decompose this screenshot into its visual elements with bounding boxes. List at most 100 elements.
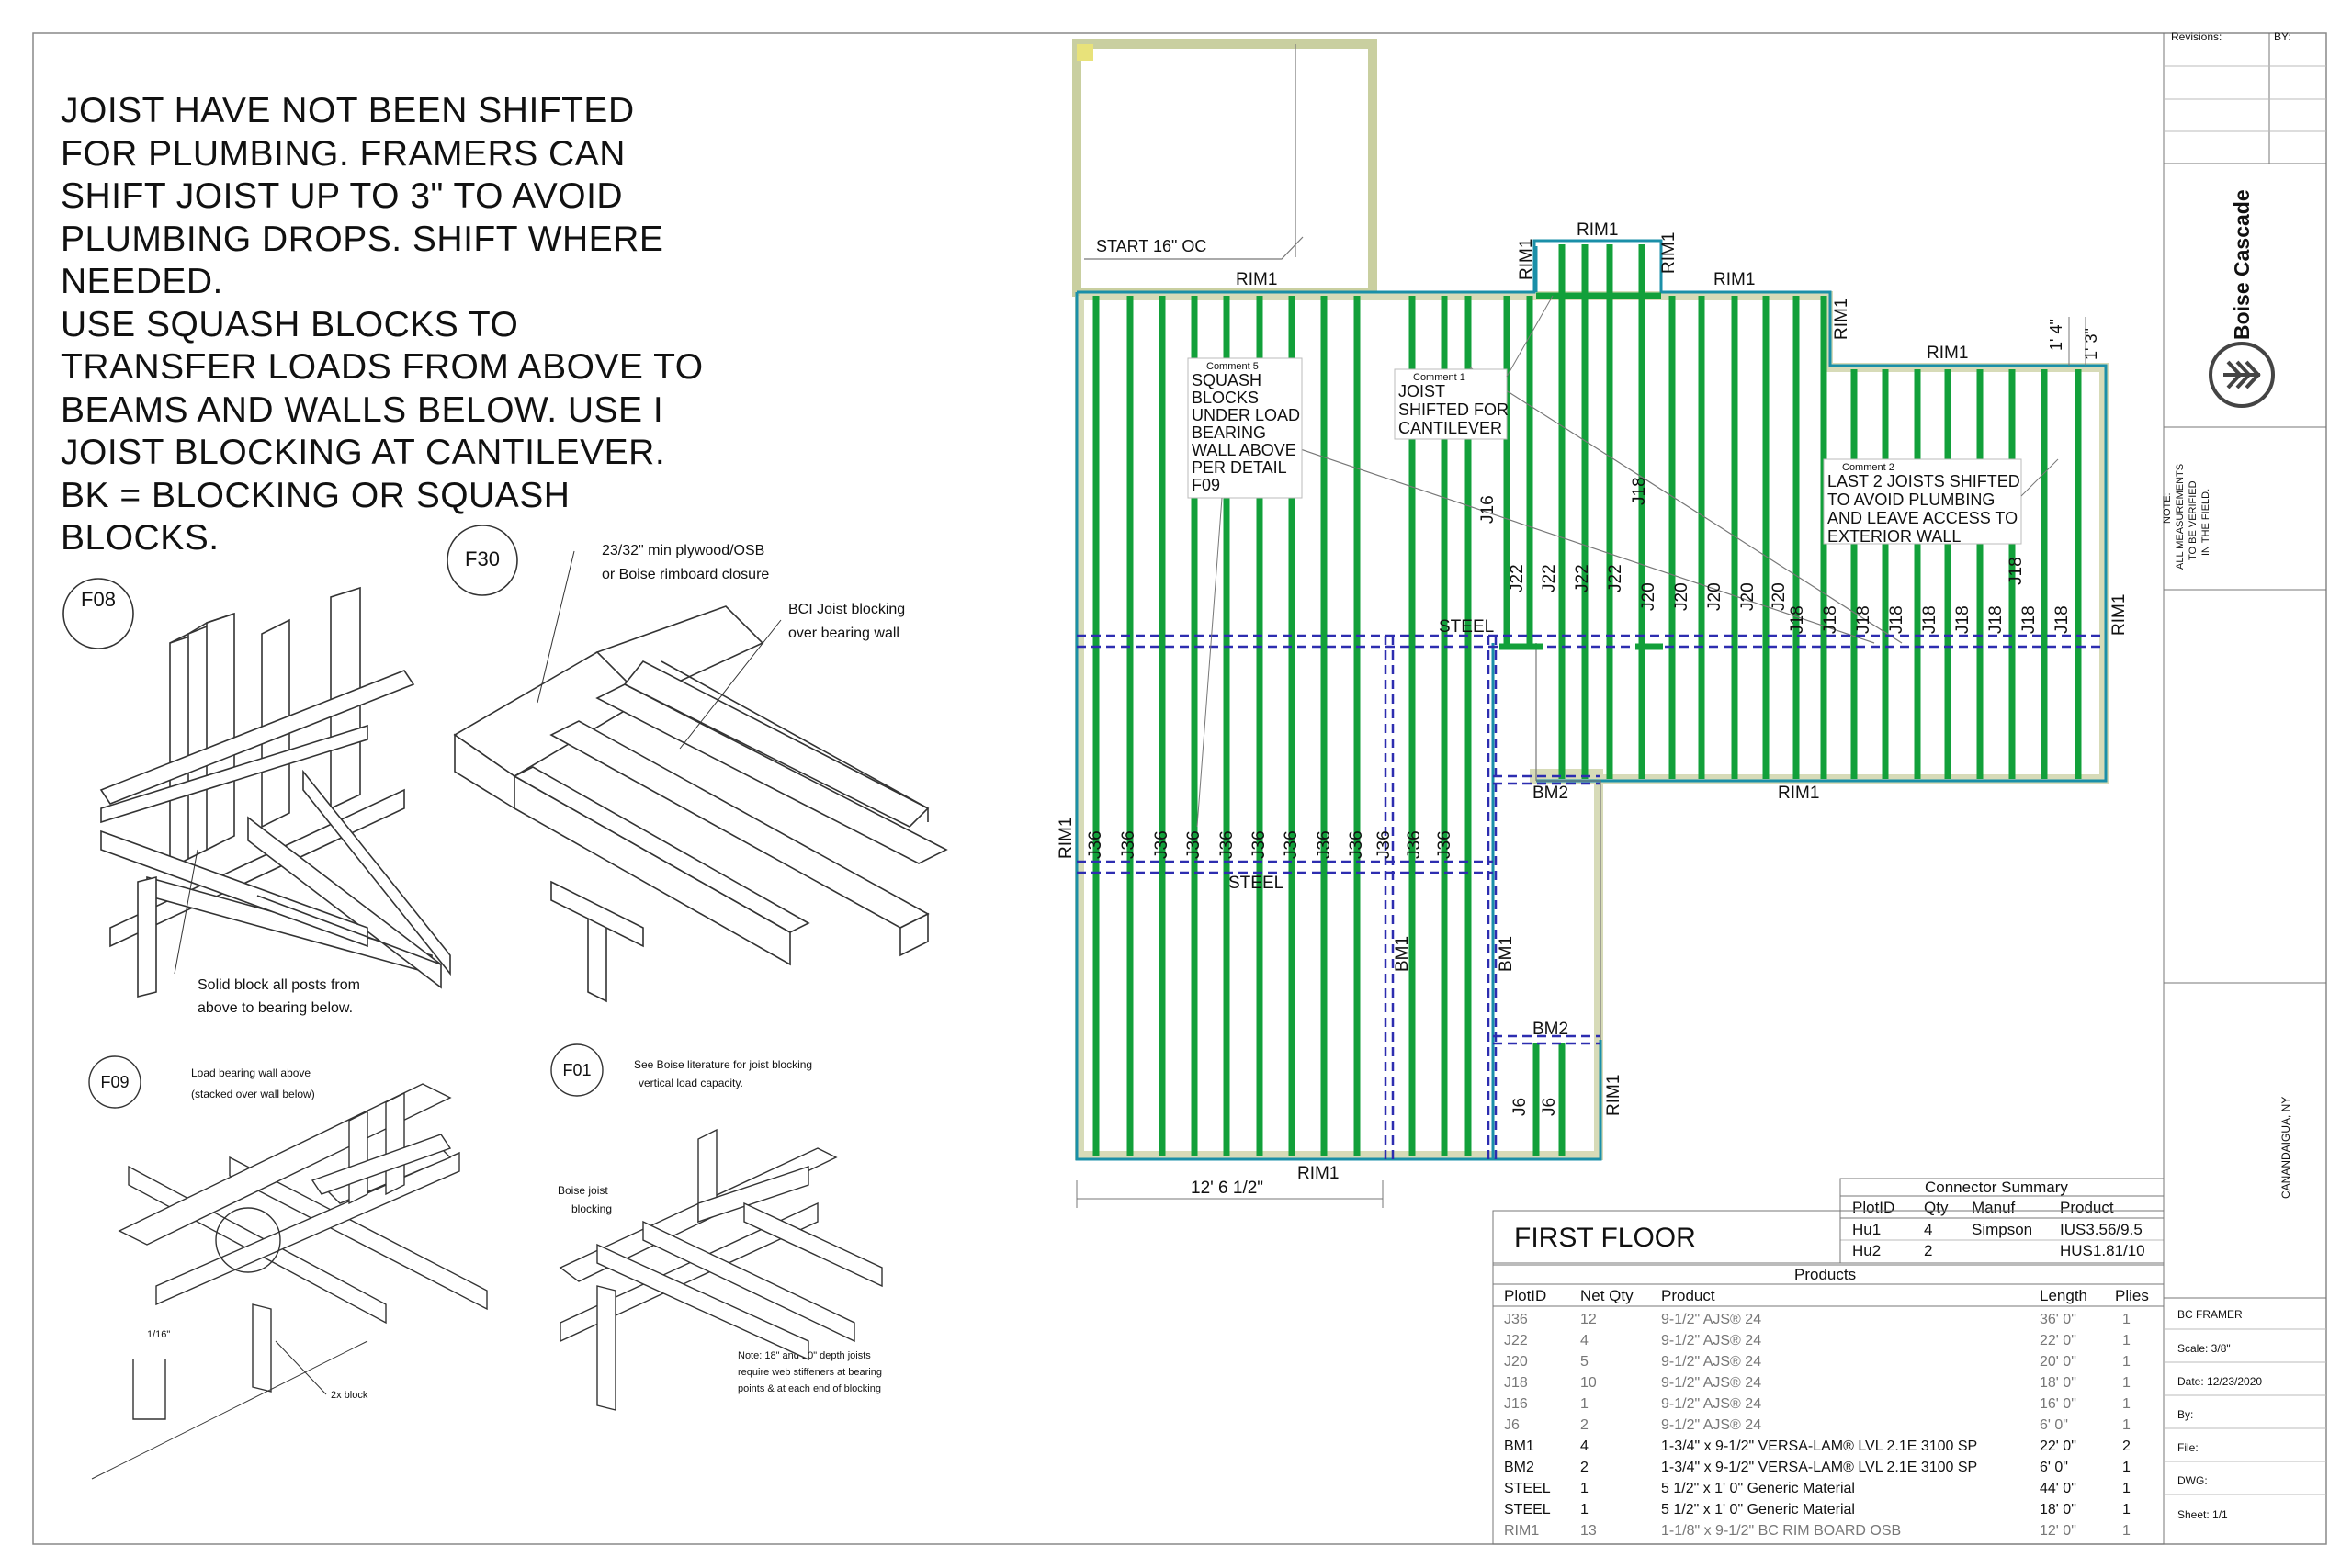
product-cell: 36' 0": [2040, 1312, 2076, 1327]
product-cell: 18' 0": [2040, 1502, 2076, 1517]
joist-label: J6: [1510, 1098, 1530, 1116]
joist-label: J16: [1478, 495, 1498, 524]
product-cell: 6' 0": [2040, 1460, 2068, 1475]
joist-label: J36: [1184, 830, 1204, 859]
comment-text: SQUASH: [1192, 371, 1261, 389]
comment-text: LAST 2 JOISTS SHIFTED: [1827, 472, 2020, 491]
rim-label: RIM1: [1832, 299, 1851, 340]
bm1-label: BM1: [1497, 936, 1516, 972]
steel-label: STEEL: [1228, 874, 1283, 893]
joist-label: J18: [1986, 605, 2006, 634]
company-logo-icon: [2209, 342, 2275, 408]
product-cell: 5 1/2" x 1' 0" Generic Material: [1661, 1502, 1855, 1517]
product-cell: 5: [1580, 1354, 1589, 1370]
product-cell: 9-1/2" AJS® 24: [1661, 1417, 1761, 1433]
product-cell: 16' 0": [2040, 1396, 2076, 1412]
title-block: Revisions: BY: Boise Cascade NOTE: ALL M…: [2162, 30, 2326, 1544]
callout-text: over bearing wall: [788, 626, 899, 641]
comment-text: CANTILEVER: [1398, 419, 1502, 437]
product-cell: BM2: [1504, 1460, 1534, 1475]
product-cell: RIM1: [1504, 1523, 1539, 1539]
comment-text: PER DETAIL: [1192, 458, 1287, 477]
product-cell: 1: [2122, 1417, 2131, 1433]
joist-label: J18: [1854, 605, 1873, 634]
product-cell: 1: [1580, 1502, 1589, 1517]
beams: [1077, 634, 2106, 1159]
rim-label: RIM1: [1713, 270, 1755, 289]
comment-text: EXTERIOR WALL: [1827, 527, 1961, 546]
note-line: USE SQUASH BLOCKS TO: [61, 304, 519, 344]
note-line: SHIFT JOIST UP TO 3" TO AVOID: [61, 176, 624, 216]
note-line: BK = BLOCKING OR SQUASH: [61, 475, 571, 515]
comment-title: Comment 1: [1413, 372, 1465, 383]
field-note: TO BE VERIFIED: [2188, 480, 2199, 560]
steel-label: STEEL: [1439, 617, 1494, 637]
product-cell: 4: [1580, 1333, 1589, 1348]
comment-5: Comment 5 SQUASH BLOCKS UNDER LOAD BEARI…: [1187, 357, 1303, 828]
joist-label: J18: [1887, 605, 1906, 634]
sheet: Sheet: 1/1: [2177, 1508, 2228, 1521]
note-line: JOIST HAVE NOT BEEN SHIFTED: [61, 91, 635, 130]
connector-title: Connector Summary: [1925, 1179, 2068, 1196]
connector-cell: Hu2: [1852, 1242, 1881, 1259]
joist-label: J20: [1770, 582, 1789, 611]
general-notes: JOIST HAVE NOT BEEN SHIFTED FOR PLUMBING…: [61, 90, 796, 560]
callout-text: See Boise literature for joist blocking: [634, 1058, 812, 1071]
note-line: JOIST BLOCKING AT CANTILEVER.: [61, 433, 666, 472]
callout-text: points & at each end of blocking: [738, 1383, 881, 1394]
product-cell: 22' 0": [2040, 1438, 2076, 1454]
joist-label: J18: [1630, 477, 1649, 505]
beam-labels: STEEL STEEL BM2 BM2 BM1 BM1: [1228, 617, 1568, 1039]
rim-label: RIM1: [2109, 594, 2129, 636]
product-cell: 2: [1580, 1417, 1589, 1433]
callout-text: blocking: [571, 1202, 612, 1215]
joist-label: J18: [1920, 605, 1939, 634]
callout-text: Solid block all posts from: [198, 977, 360, 993]
comment-text: SHIFTED FOR: [1398, 400, 1509, 419]
product-cell: 1: [2122, 1312, 2131, 1327]
dim-label: 1' 3": [2082, 328, 2100, 360]
comment-text: BLOCKS: [1192, 389, 1259, 407]
detail-f08: F08 Solid block all posts from above to …: [62, 578, 451, 1016]
rim-label: RIM1: [1659, 232, 1679, 274]
comment-text: BEARING: [1192, 423, 1266, 442]
product-cell: 44' 0": [2040, 1481, 2076, 1496]
rim-label: RIM1: [1236, 270, 1277, 289]
product-cell: 12: [1580, 1312, 1597, 1327]
product-cell: 1: [2122, 1502, 2131, 1517]
rim-label: RIM1: [1057, 818, 1076, 859]
file: File:: [2177, 1441, 2199, 1454]
product-cell: 12' 0": [2040, 1523, 2076, 1539]
company-name: Boise Cascade: [2230, 189, 2254, 340]
joist-label: J36: [1282, 830, 1301, 859]
col-header: PlotID: [1504, 1287, 1546, 1304]
joist-label: J18: [2019, 605, 2039, 634]
comment-text: JOIST: [1398, 382, 1445, 400]
note-line: PLUMBING DROPS. SHIFT WHERE: [61, 219, 664, 259]
product-cell: 1-1/8" x 9-1/2" BC RIM BOARD OSB: [1661, 1523, 1901, 1539]
callout-text: or Boise rimboard closure: [602, 567, 769, 582]
plan-outline: [1075, 239, 2108, 1161]
detail-f01: F01 See Boise literature for joist block…: [550, 1043, 883, 1411]
joist-label: J36: [1250, 830, 1269, 859]
joist-label: J36: [1347, 830, 1366, 859]
detail-tag: F01: [562, 1061, 591, 1079]
col-header: Manuf: [1972, 1199, 2016, 1216]
note-line: TRANSFER LOADS FROM ABOVE TO: [61, 347, 704, 387]
joist-label: J20: [1672, 582, 1691, 611]
product-cell: J20: [1504, 1354, 1528, 1370]
rim-label: RIM1: [1297, 1164, 1339, 1183]
joist-label: J18: [1821, 605, 1840, 634]
note-line: BLOCKS.: [61, 518, 220, 558]
col-header: Qty: [1924, 1199, 1949, 1216]
callout-text: require web stiffeners at bearing: [738, 1367, 882, 1378]
col-header: Net Qty: [1580, 1287, 1634, 1304]
revisions-label: Revisions:: [2171, 30, 2222, 43]
start-label: START 16" OC: [1096, 237, 1206, 255]
location: CANANDAIGUA, NY: [2279, 1097, 2292, 1199]
joist-label: J20: [1738, 582, 1758, 611]
product-cell: 20' 0": [2040, 1354, 2076, 1370]
product-cell: 1: [1580, 1396, 1589, 1412]
dim-marks: 1' 4" 1' 3": [2047, 317, 2100, 366]
